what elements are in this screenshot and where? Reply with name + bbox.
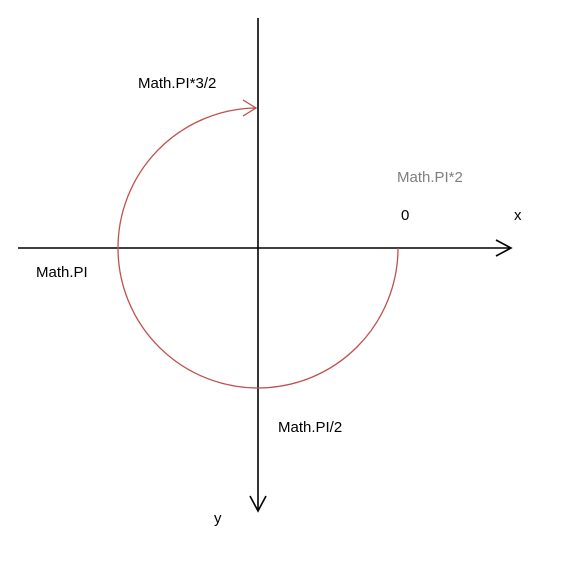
- y-axis-label: y: [214, 510, 222, 527]
- x-axis-arrowhead: [495, 239, 513, 257]
- label-math-pi-2: Math.PI*2: [397, 169, 463, 186]
- arc-arrowhead: [242, 99, 258, 117]
- y-axis-arrowhead: [249, 495, 267, 513]
- label-math-pi-3-2: Math.PI*3/2: [138, 75, 216, 92]
- label-zero: 0: [401, 207, 409, 224]
- label-math-pi-half: Math.PI/2: [278, 419, 342, 436]
- x-axis-label: x: [514, 207, 522, 224]
- rotation-arc: [117, 107, 399, 389]
- label-math-pi: Math.PI: [36, 264, 88, 281]
